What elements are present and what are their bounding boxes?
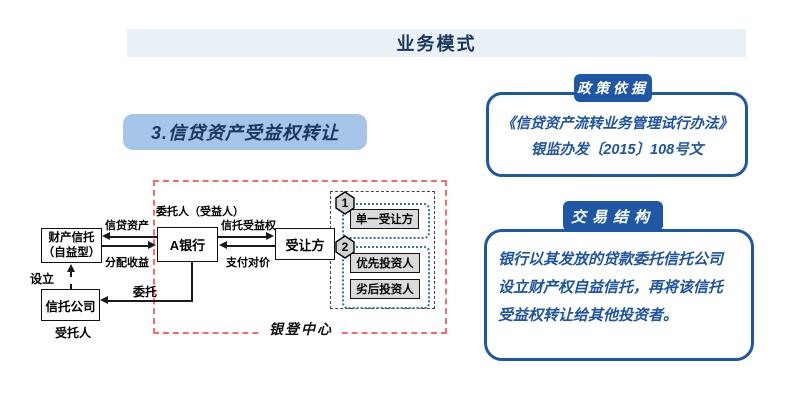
policy-basis-tab: 政策依据 <box>574 74 652 102</box>
node-property-trust-line1: 财产信托 <box>48 231 95 244</box>
node-property-trust: 财产信托 （自益型） <box>41 228 102 263</box>
policy-basis-box: 《信贷资产流转业务管理试行办法》 银监办发〔2015〕108号文 <box>486 92 748 177</box>
structured-investors-outline <box>342 246 430 309</box>
label-establish: 设立 <box>30 272 55 286</box>
label-principal-beneficiary: 委托人（受益人） <box>156 206 244 218</box>
node-senior-investor: 优先投资人 <box>350 253 420 273</box>
label-distribute-income: 分配收益 <box>105 257 149 269</box>
arrowhead-left-icon <box>102 232 110 240</box>
yindeng-center-label: 银登中心 <box>260 319 342 339</box>
svg-text:1: 1 <box>342 196 349 210</box>
policy-line: 银监办发〔2015〕108号文 <box>530 142 704 158</box>
badge-two-icon: 2 <box>335 235 355 259</box>
node-trust-company: 信托公司 <box>41 289 100 321</box>
label-pay-consideration: 支付对价 <box>226 257 270 269</box>
structure-line: 设立财产权自益信托，再将该信托 <box>498 279 724 296</box>
top-banner: 业务模式 <box>127 29 746 57</box>
node-property-trust-line2: （自益型） <box>42 246 101 259</box>
node-junior-investor: 劣后投资人 <box>350 279 420 299</box>
label-trustee: 受托人 <box>55 326 92 340</box>
node-single-transferee: 单一受让方 <box>350 209 419 229</box>
single-transferee-outline <box>342 203 430 239</box>
edge-distribute-income-line <box>102 245 149 247</box>
arrowhead-right-icon <box>148 241 156 249</box>
edge-establish-line <box>70 271 72 290</box>
page-title: 业务模式 <box>396 34 477 54</box>
policy-line: 《信贷资产流转业务管理试行办法》 <box>501 116 733 132</box>
structure-line: 受益权转让给其他投资者。 <box>498 307 679 324</box>
edge-entrust-vertical-line <box>191 262 193 302</box>
arrowhead-left-icon <box>219 241 227 249</box>
structure-line: 银行以其发放的贷款委托信托公司 <box>498 251 724 268</box>
label-credit-assets: 信贷资产 <box>105 220 149 232</box>
node-bank-a: A银行 <box>157 227 218 262</box>
svg-text:2: 2 <box>342 240 349 254</box>
edge-pay-consideration-line <box>227 245 275 247</box>
badge-one-icon: 1 <box>335 191 355 215</box>
edge-trust-rights-line <box>218 236 267 238</box>
section-title: 3.信贷资产受益权转让 <box>123 114 367 150</box>
transaction-structure-tab: 交易结构 <box>563 201 663 231</box>
label-trust-beneficial-rights: 信托受益权 <box>221 220 276 232</box>
arrowhead-right-icon <box>266 232 274 240</box>
node-transferee: 受让方 <box>275 228 335 260</box>
arrowhead-left-icon <box>100 296 108 304</box>
edge-credit-assets-line <box>109 236 157 238</box>
label-entrust: 委托 <box>133 285 158 299</box>
transaction-structure-box: 银行以其发放的贷款委托信托公司 设立财产权自益信托，再将该信托 受益权转让给其他… <box>484 229 754 361</box>
arrowhead-up-icon <box>67 264 75 272</box>
edge-entrust-horizontal-line <box>107 300 193 302</box>
